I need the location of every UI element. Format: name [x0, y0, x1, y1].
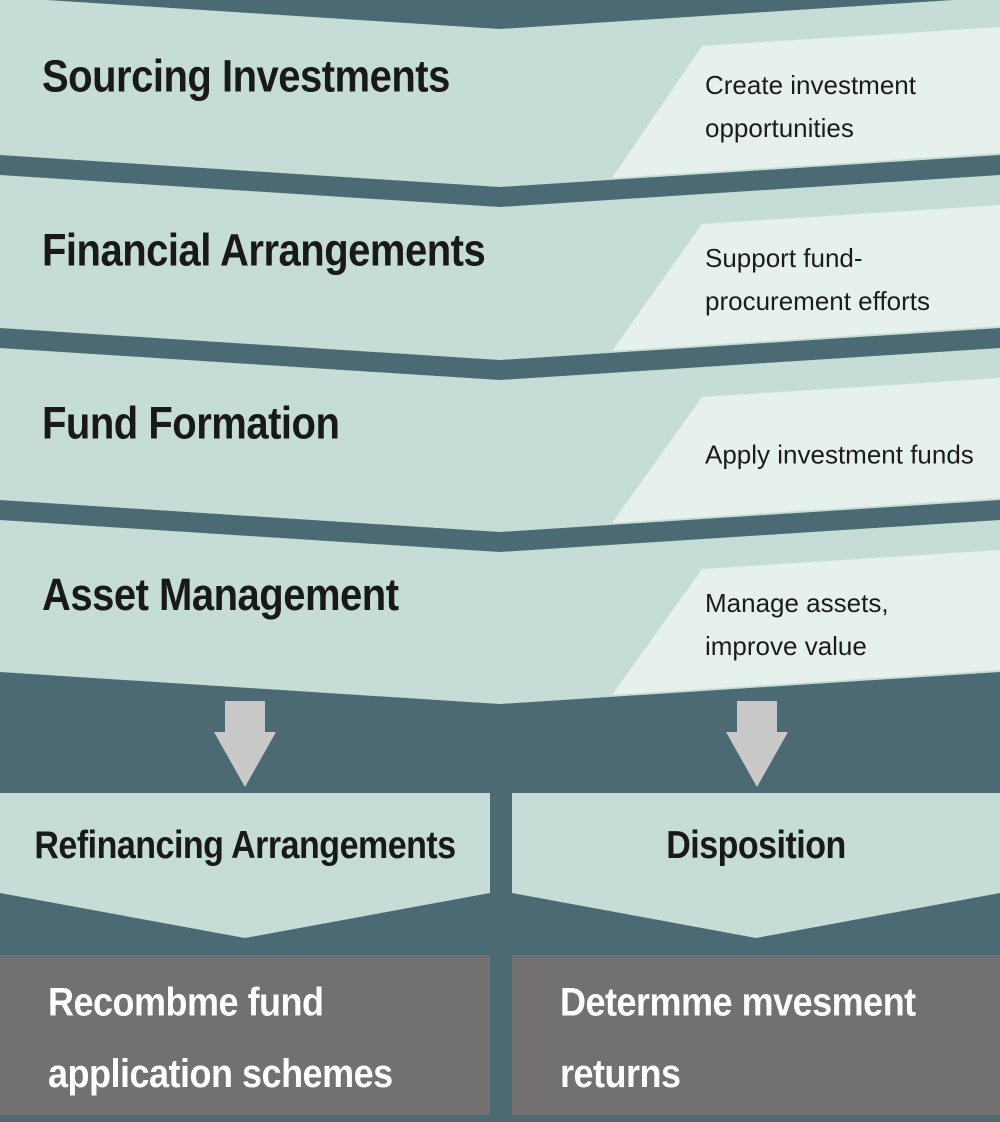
note-line: Manage assets,	[705, 588, 889, 618]
band-title-financial-arrangements: Financial Arrangements	[42, 225, 486, 276]
result-line: application schemes	[48, 1050, 393, 1096]
result-text-refinancing: Recombme fund application schemes	[48, 966, 393, 1109]
note-line: Apply investment funds	[705, 439, 974, 470]
down-arrow-icon	[214, 701, 276, 787]
band-note-asset-management: Manage assets, improve value	[705, 582, 889, 668]
down-arrow-icon	[726, 701, 788, 787]
band-title-sourcing-investments: Sourcing Investments	[42, 51, 450, 102]
band-title-asset-management: Asset Management	[42, 570, 399, 621]
band-note-sourcing-investments: Create investment opportunities	[705, 64, 916, 150]
result-text-disposition: Determme mvesment returns	[560, 966, 916, 1109]
result-box-refinancing	[0, 955, 490, 1115]
band-title-fund-formation: Fund Formation	[42, 398, 340, 449]
note-line: improve value	[705, 631, 867, 661]
band-note-fund-formation: Apply investment funds	[705, 434, 974, 477]
note-line: opportunities	[705, 113, 854, 143]
result-line: returns	[560, 1050, 681, 1096]
note-line: Create investment	[705, 70, 916, 100]
result-line: Recombme fund	[48, 979, 324, 1025]
band-note-financial-arrangements: Support fund- procurement efforts	[705, 237, 930, 323]
outcome-title-refinancing-arrangements: Refinancing Arrangements	[34, 823, 456, 868]
note-line: procurement efforts	[705, 286, 930, 316]
note-line: Support fund-	[705, 243, 863, 273]
result-box-disposition	[512, 955, 1000, 1115]
result-line: Determme mvesment	[560, 979, 916, 1025]
outcome-title-disposition: Disposition	[666, 823, 846, 868]
